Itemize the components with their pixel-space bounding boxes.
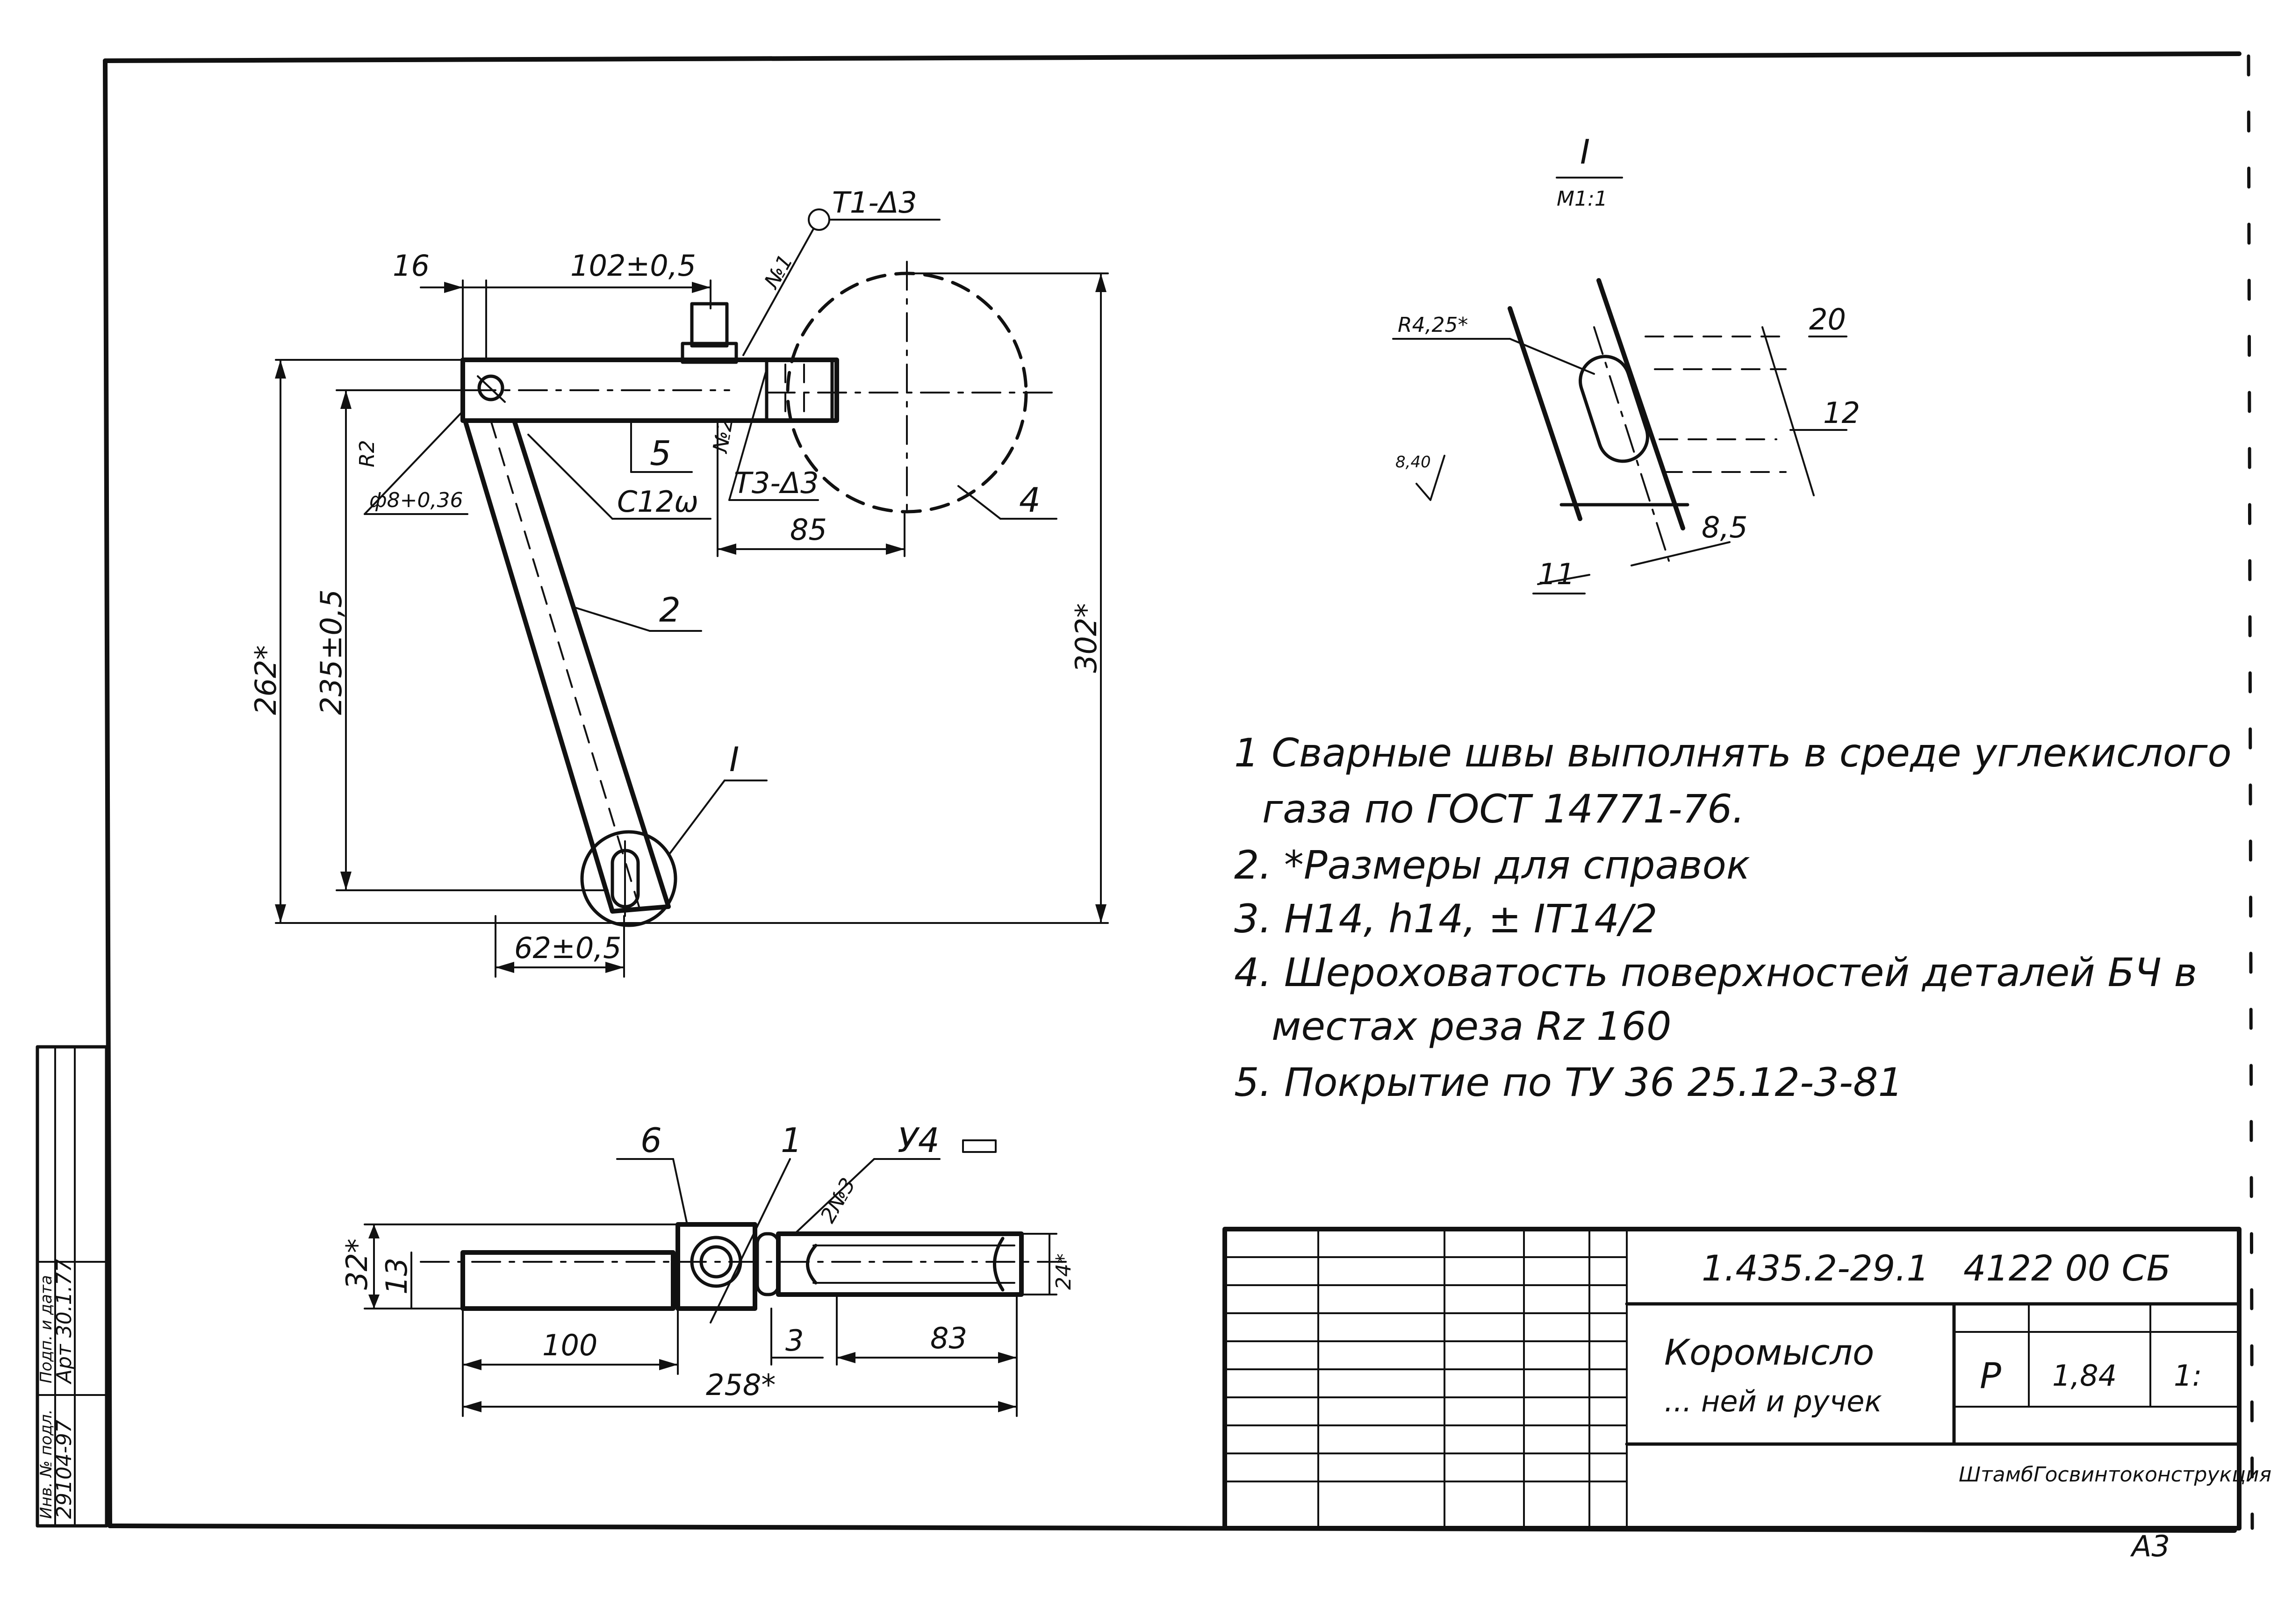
note-line-7: 5. Покрытие по ТУ 36 25.12-3-81 — [1234, 1059, 1903, 1105]
title-stage: Р — [1980, 1355, 2001, 1396]
detail-12: 12 — [1823, 396, 1860, 430]
side-callout-y4: У4 — [898, 1121, 940, 1160]
side-dim-258: 258* — [706, 1368, 776, 1402]
note-line-1: 1 Сварные швы выполнять в среде углекисл… — [1234, 730, 2232, 776]
inv-value: 29104-97 — [52, 1420, 76, 1519]
note-line-2: газа по ГОСТ 14771-76. — [1262, 786, 1745, 832]
dim-62: 62±0,5 — [514, 931, 621, 965]
note-line-3: 2. *Размеры для справок — [1234, 842, 1750, 888]
side-dim-24: 24* — [1052, 1253, 1076, 1290]
dim-85-top: 85 — [790, 513, 827, 547]
detail-85: 8,5 — [1702, 510, 1748, 544]
dim-phi8: ф8+0,36 — [369, 488, 463, 512]
callout-2: 2 — [659, 590, 681, 630]
side-callout-weld: 2№3 — [816, 1174, 860, 1227]
dim-r2: R2 — [355, 440, 379, 467]
detail-11: 11 — [1538, 557, 1575, 591]
title-format: А3 — [2130, 1529, 2170, 1563]
sign-date-label: Подп. и дата — [37, 1275, 56, 1383]
detail-scale: M1:1 — [1557, 187, 1608, 211]
title-org: ШтамбГосвинтоконструкция — [1959, 1463, 2271, 1487]
side-dim-83: 83 — [930, 1321, 967, 1355]
side-callout-6: 6 — [640, 1121, 662, 1160]
dim-c12: C12ω — [617, 485, 698, 519]
title-name-2: ... ней и ручек — [1664, 1384, 1882, 1418]
title-doc-code: 4122 00 СБ — [1963, 1247, 2171, 1289]
title-block: 1.435.2-29.1 4122 00 СБ Коромысло ... не… — [1222, 1227, 2271, 1563]
title-name-1: Коромысло — [1664, 1331, 1874, 1373]
title-scale: 1: — [2174, 1359, 2202, 1393]
callout-detail-i: I — [729, 740, 739, 779]
dim-16: 16 — [393, 249, 430, 283]
note-line-6: местах реза Rz 160 — [1272, 1003, 1671, 1049]
side-dim-100: 100 — [542, 1328, 597, 1362]
dim-235: 235±0,5 — [314, 589, 348, 715]
note-line-4: 3. H14, h14, ± IT14/2 — [1234, 896, 1658, 942]
weld-no1: №1 — [759, 250, 798, 293]
detail-roughness: 8,40 — [1395, 453, 1431, 472]
title-doc-series: 1.435.2-29.1 — [1702, 1247, 1929, 1289]
detail-title: I — [1580, 132, 1590, 172]
side-strip: Инв. № подл. 29104-97 Подп. и дата Арт 3… — [36, 1045, 108, 1528]
title-mass: 1,84 — [2052, 1359, 2117, 1393]
top-view: 16 102±0,5 262* 235±0,5 302* 85 — [249, 186, 1109, 978]
side-dim-32: 32* — [340, 1238, 374, 1290]
sign-date-value: Арт 30.1.77 — [52, 1259, 76, 1385]
dim-102: 102±0,5 — [570, 249, 696, 283]
weld-t3: T3-Δ3 — [734, 466, 819, 500]
detail-20: 20 — [1809, 302, 1846, 336]
side-callout-1: 1 — [781, 1121, 802, 1160]
note-line-5: 4. Шероховатость поверхностей деталей БЧ… — [1234, 950, 2197, 995]
side-dim-13: 13 — [380, 1258, 414, 1295]
dim-302: 302* — [1069, 603, 1103, 673]
callout-4: 4 — [1019, 480, 1041, 520]
inv-label: Инв. № подл. — [37, 1409, 56, 1519]
side-view: 32* 13 100 258* 3 83 24* 6 — [340, 1121, 1076, 1417]
notes: 1 Сварные швы выполнять в среде углекисл… — [1234, 730, 2232, 1105]
side-dim-3: 3 — [785, 1324, 804, 1358]
weld-t1: T1-Δ3 — [832, 186, 917, 220]
detail-view: I M1:1 R4,25* 8,40 20 12 8,5 11 — [1392, 132, 1860, 594]
callout-5: 5 — [650, 434, 671, 473]
dim-262: 262* — [249, 645, 283, 715]
detail-r425: R4,25* — [1398, 313, 1468, 337]
